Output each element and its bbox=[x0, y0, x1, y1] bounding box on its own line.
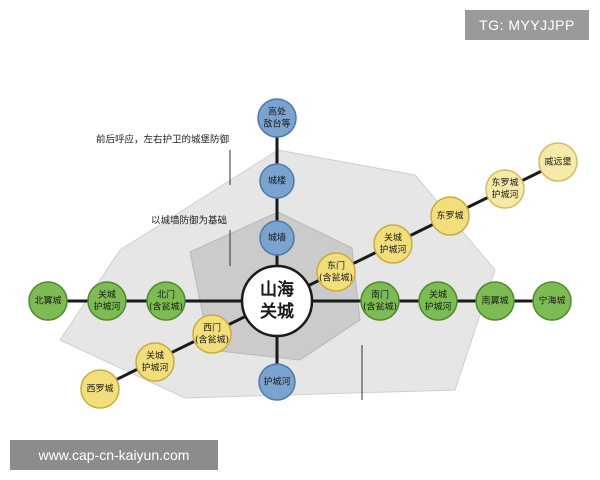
node-north-low: 城墙 bbox=[259, 220, 295, 256]
node-east-near-line2: (含瓮城) bbox=[363, 301, 397, 313]
node-east-near-line1: 南门 bbox=[371, 289, 389, 301]
annotation-middle: 以城墙防御为基础 bbox=[151, 215, 227, 227]
node-east-far2: 宁海城 bbox=[532, 281, 572, 321]
node-west-mid-line2: 护城河 bbox=[93, 301, 120, 313]
node-east-mid-line2: 护城河 bbox=[424, 301, 451, 313]
annotation-top: 前后呼应，左右护卫的城堡防御 bbox=[96, 134, 229, 146]
node-east-far1: 南翼城 bbox=[475, 281, 515, 321]
node-north-top-line1: 高处 bbox=[268, 106, 286, 118]
node-ne-near-line2: (含瓮城) bbox=[319, 272, 353, 284]
node-east-mid-line1: 关城 bbox=[429, 289, 447, 301]
node-west-near: 北门 (含瓮城) bbox=[146, 281, 186, 321]
node-sw-near-line2: (含瓮城) bbox=[195, 334, 229, 346]
node-sw-near: 西门 (含瓮城) bbox=[192, 314, 232, 354]
node-west-near-line1: 北门 bbox=[157, 289, 175, 301]
node-ne-far3: 威远堡 bbox=[538, 142, 578, 182]
node-east-mid: 关城 护城河 bbox=[418, 281, 458, 321]
node-south-label: 护城河 bbox=[263, 376, 290, 388]
node-sw-mid: 关城 护城河 bbox=[135, 342, 175, 382]
node-east-far1-label: 南翼城 bbox=[481, 295, 508, 307]
node-ne-far3-label: 威远堡 bbox=[544, 156, 571, 168]
node-sw-far-label: 西罗城 bbox=[86, 384, 113, 395]
center-line1: 山海 bbox=[260, 279, 294, 300]
node-sw-near-line1: 西门 bbox=[203, 322, 221, 334]
node-north-mid-label: 城楼 bbox=[268, 175, 286, 187]
node-north-mid: 城楼 bbox=[259, 163, 295, 199]
node-east-far2-label: 宁海城 bbox=[538, 295, 565, 307]
node-south: 护城河 bbox=[258, 363, 296, 401]
node-west-near-line2: (含瓮城) bbox=[149, 301, 183, 313]
node-ne-far2-line1: 东罗城 bbox=[491, 177, 518, 189]
node-west-far-label: 北翼城 bbox=[34, 296, 61, 307]
node-ne-mid-line2: 护城河 bbox=[379, 244, 406, 256]
node-ne-far1: 东罗城 bbox=[430, 196, 470, 236]
node-east-near: 南门 (含瓮城) bbox=[360, 281, 400, 321]
node-ne-far2: 东罗城 护城河 bbox=[485, 169, 525, 209]
watermark-top: TG: MYYJJPP bbox=[465, 10, 589, 40]
node-north-top-line2: 敌台等 bbox=[263, 118, 290, 130]
node-center: 山海 关城 bbox=[240, 264, 314, 338]
node-ne-mid-line1: 关城 bbox=[384, 232, 402, 244]
node-north-top: 高处 敌台等 bbox=[257, 98, 297, 138]
node-ne-far1-label: 东罗城 bbox=[436, 210, 463, 222]
node-ne-mid: 关城 护城河 bbox=[373, 224, 413, 264]
node-west-far: 北翼城 bbox=[28, 281, 68, 321]
node-sw-far: 西罗城 bbox=[80, 369, 120, 409]
node-ne-near: 东门 (含瓮城) bbox=[316, 252, 356, 292]
node-ne-far2-line2: 护城河 bbox=[491, 189, 518, 201]
node-north-low-label: 城墙 bbox=[268, 232, 286, 244]
node-ne-near-line1: 东门 bbox=[327, 260, 345, 272]
node-west-mid: 关城 护城河 bbox=[87, 281, 127, 321]
center-line2: 关城 bbox=[260, 301, 294, 322]
node-west-mid-line1: 关城 bbox=[98, 289, 116, 301]
node-sw-mid-line1: 关城 bbox=[146, 350, 164, 362]
node-sw-mid-line2: 护城河 bbox=[141, 362, 168, 374]
watermark-bottom: www.cap-cn-kaiyun.com bbox=[10, 440, 218, 470]
